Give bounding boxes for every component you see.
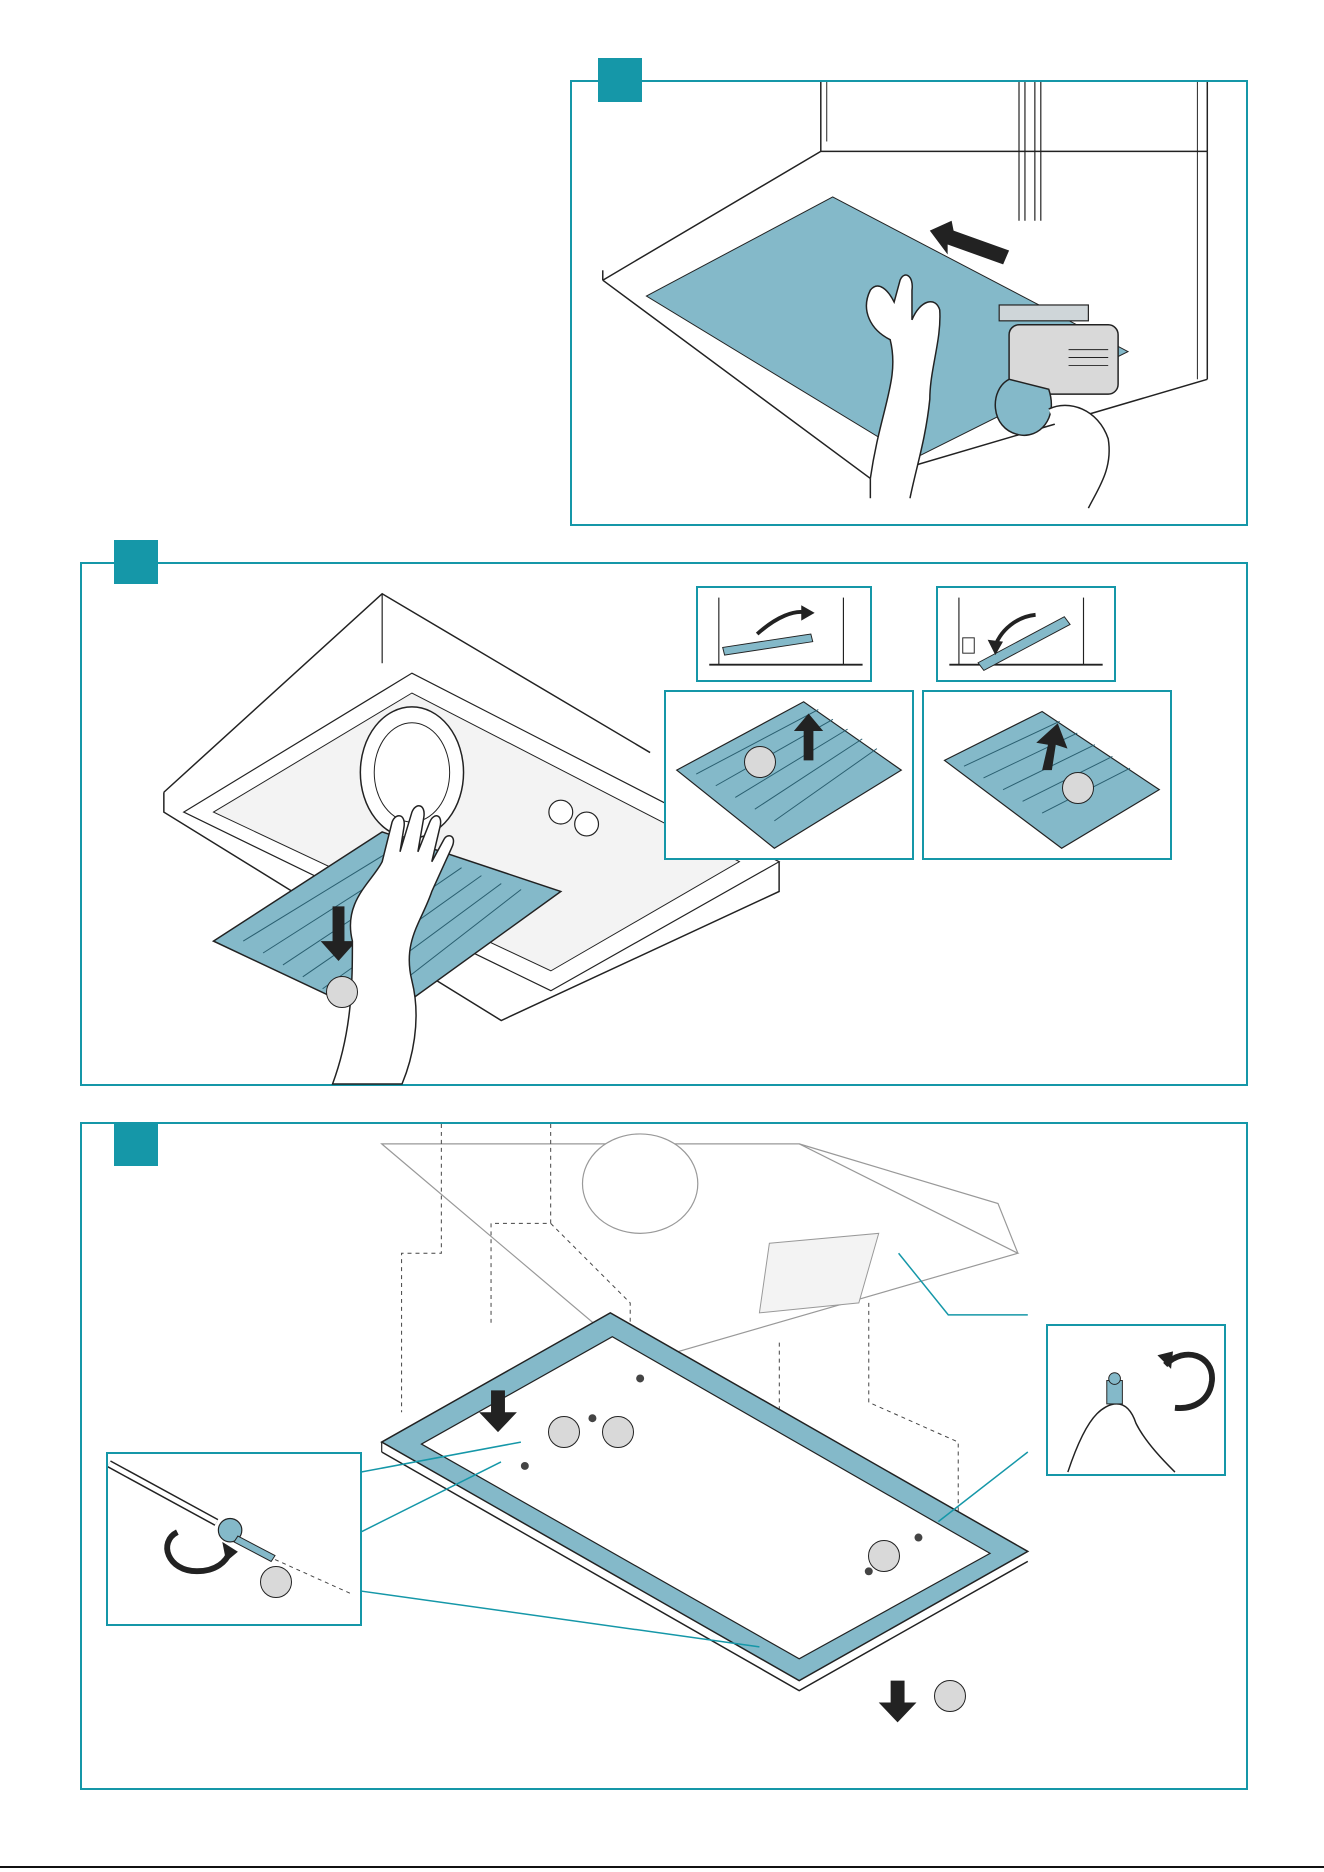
step-3-panel bbox=[80, 1122, 1248, 1790]
step-1-panel bbox=[570, 80, 1248, 526]
callout-3e bbox=[260, 1566, 292, 1598]
callout-2c bbox=[1062, 772, 1094, 804]
callout-3d bbox=[934, 1680, 966, 1712]
inset-tilt-detail bbox=[936, 586, 1116, 682]
callout-3a bbox=[548, 1416, 580, 1448]
inset-filter-up bbox=[664, 690, 914, 860]
inset-filter-tilt bbox=[922, 690, 1172, 860]
down-arrow-icon bbox=[879, 1681, 917, 1723]
callout-3b bbox=[602, 1416, 634, 1448]
inset-knob bbox=[1046, 1324, 1226, 1476]
screwdriver-icon bbox=[109, 1464, 216, 1523]
page-footer-line bbox=[0, 1866, 1324, 1868]
rotate-arrow-icon bbox=[1165, 1355, 1212, 1408]
cabinet-drilling-illustration bbox=[572, 82, 1246, 524]
hand-icon bbox=[1068, 1404, 1175, 1472]
rotate-arrow-icon bbox=[801, 605, 814, 620]
callout-3c bbox=[868, 1540, 900, 1572]
inset-lift-detail bbox=[696, 586, 872, 682]
callout-2a bbox=[326, 976, 358, 1008]
step-2-panel bbox=[80, 562, 1248, 1086]
drill-icon bbox=[995, 305, 1118, 508]
callout-2b bbox=[744, 746, 776, 778]
inset-screwdriver bbox=[106, 1452, 362, 1626]
